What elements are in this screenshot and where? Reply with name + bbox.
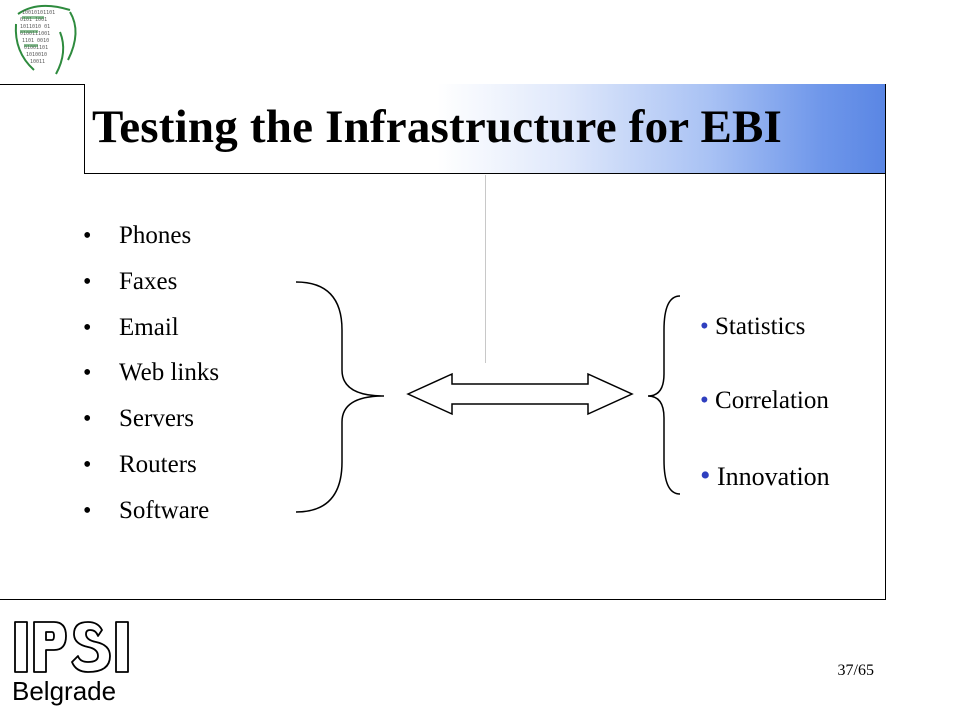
list-item: • Phones [82, 215, 219, 261]
list-item-label: Software [119, 496, 210, 524]
svg-text:0100111001: 0100111001 [20, 31, 50, 37]
right-list-item: • Correlation [700, 387, 829, 415]
list-item: • Software [82, 490, 219, 536]
svg-text:0101 1001: 0101 1001 [20, 17, 47, 23]
list-item-label: Phones [119, 222, 192, 249]
list-item: • Faxes [82, 261, 219, 307]
list-item-label: Routers [119, 450, 197, 478]
list-item-label: Web links [119, 359, 220, 387]
right-list-item-label: Innovation [717, 462, 830, 491]
svg-text:10010101101: 10010101101 [22, 10, 55, 16]
right-list-item: • Statistics [700, 313, 805, 341]
list-item: • Email [82, 307, 219, 353]
bullet-icon: • [83, 497, 92, 524]
title-box: Testing the Infrastructure for EBI [84, 84, 885, 174]
list-item-label: Servers [119, 405, 194, 433]
bullet-icon: • [700, 313, 709, 340]
list-item: • Routers [82, 444, 219, 490]
list-item-label: Email [119, 313, 179, 341]
frame-right-line [885, 84, 886, 600]
logo-city-label: Belgrade [12, 676, 116, 706]
left-bullet-list: • Phones • Faxes • Email • Web links • Server… [82, 215, 219, 536]
svg-text:1011010 01: 1011010 01 [20, 24, 50, 30]
bullet-icon: • [83, 223, 92, 249]
right-list-item-label: Statistics [715, 313, 806, 340]
bullet-icon: • [700, 459, 711, 492]
vertical-divider [485, 175, 486, 363]
right-list-item-label: Correlation [715, 387, 829, 414]
bullet-icon: • [83, 268, 92, 295]
list-item-label: Faxes [119, 267, 178, 295]
bullet-icon: • [700, 387, 709, 414]
right-brace-shape [647, 295, 681, 495]
double-arrow-shape [406, 372, 634, 416]
bullet-icon: • [83, 406, 92, 433]
slide-title: Testing the Infrastructure for EBI [92, 101, 783, 153]
list-item: • Servers [82, 398, 219, 444]
svg-text:1101 0010: 1101 0010 [22, 38, 49, 44]
bullet-icon: • [83, 451, 92, 478]
bullet-icon: • [83, 360, 92, 387]
svg-text:1010010: 1010010 [26, 52, 47, 58]
ipsi-belgrade-logo-icon: Belgrade [12, 621, 129, 706]
right-list-item: • Innovation [700, 459, 830, 493]
page-number: 37/65 [837, 662, 874, 679]
svg-text:01001101: 01001101 [24, 45, 48, 51]
frame-bottom-line [0, 599, 886, 600]
binary-leaf-logo-icon: 10010101101 0101 1001 1011010 01 0100111… [14, 4, 77, 75]
list-item: • Web links [82, 352, 219, 398]
bullet-icon: • [83, 314, 92, 341]
left-brace-shape [295, 281, 385, 513]
svg-text:10011: 10011 [30, 59, 45, 65]
